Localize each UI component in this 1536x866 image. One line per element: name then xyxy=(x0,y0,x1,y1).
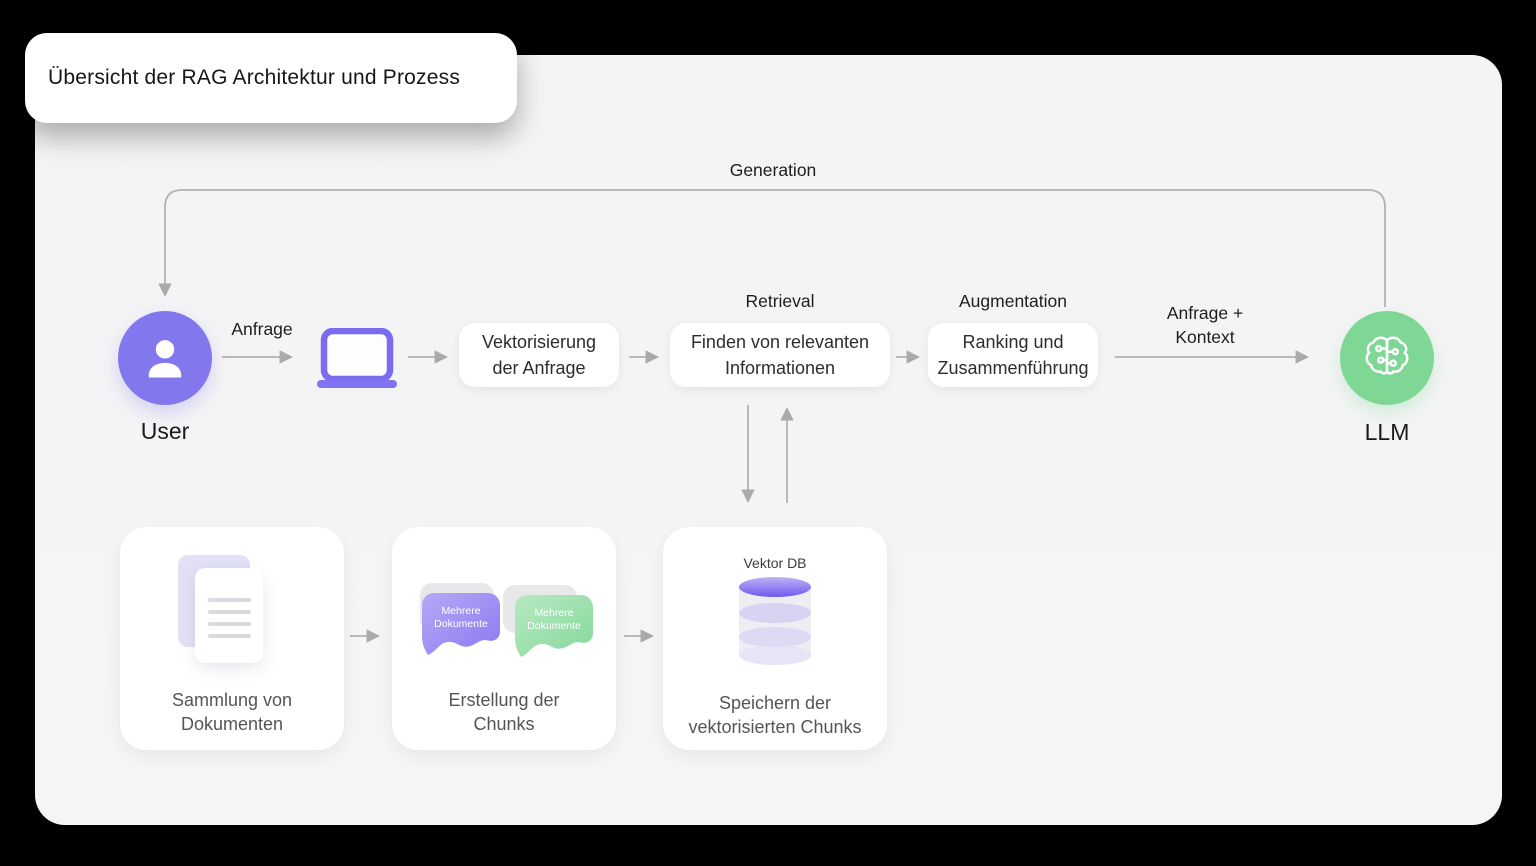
chunk-purple-icon xyxy=(422,593,500,655)
person-icon xyxy=(148,340,182,378)
vektor-db-label: Vektor DB xyxy=(743,555,807,571)
brain-icon xyxy=(1365,336,1409,375)
vectordb-card-label: Speichern der vektorisierten Chunks xyxy=(688,693,862,737)
user-node xyxy=(118,311,212,405)
retrieval-label: Retrieval xyxy=(745,291,815,311)
generation-label: Generation xyxy=(729,160,817,180)
chunk-purple: Mehrere Dokumente xyxy=(412,583,512,663)
documents-card: Sammlung von Dokumenten xyxy=(120,527,344,750)
page-title: Übersicht der RAG Architektur und Prozes… xyxy=(48,66,461,89)
anfrage-label: Anfrage xyxy=(231,319,293,339)
diagram-canvas: Generation Anfrage Retrieval Augmentatio… xyxy=(35,55,1502,825)
document-front-sheet xyxy=(195,568,263,663)
augmentation-label: Augmentation xyxy=(959,291,1067,311)
title-card: Übersicht der RAG Architektur und Prozes… xyxy=(25,33,517,123)
laptop-icon xyxy=(317,328,397,388)
vectorize-box: Vektorisierung der Anfrage xyxy=(459,323,619,387)
documents-icon xyxy=(176,553,291,693)
llm-label: LLM xyxy=(1364,419,1410,445)
llm-node xyxy=(1340,311,1434,405)
chunks-card-label: Erstellung der Chunks xyxy=(448,690,560,734)
find-information-box: Finden von relevanten Informationen xyxy=(670,323,890,387)
chunk-green: Mehrere Dokumente xyxy=(503,585,605,665)
vectordb-card: Vektor DB Speichern der vektorisierten C… xyxy=(663,527,887,750)
chunk-green-icon xyxy=(515,595,593,657)
anfrage-kontext-label: Anfrage + Kontext xyxy=(1166,303,1244,347)
user-label: User xyxy=(140,418,190,444)
chunks-card: Mehrere Dokumente Mehrere Dokumente Erst… xyxy=(392,527,616,750)
chunk-purple-label: Mehrere Dokumente xyxy=(434,605,488,630)
database-cylinder-icon xyxy=(739,577,811,665)
chunk-green-label: Mehrere Dokumente xyxy=(527,607,581,632)
documents-card-label: Sammlung von Dokumenten xyxy=(171,690,293,734)
ranking-box: Ranking und Zusammenführung xyxy=(928,323,1098,387)
